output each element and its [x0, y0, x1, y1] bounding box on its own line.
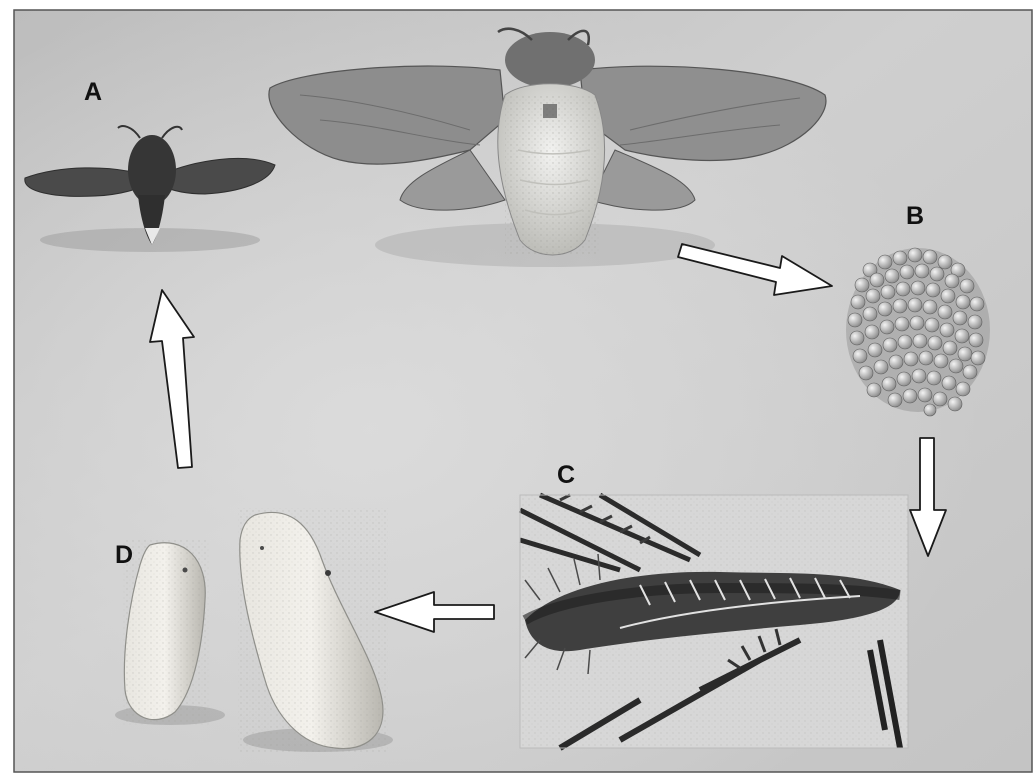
- cocoons: [115, 508, 393, 753]
- label-d: D: [115, 543, 133, 568]
- label-a: A: [84, 80, 102, 105]
- label-b: B: [906, 204, 924, 229]
- caterpillar-photo: [520, 495, 908, 748]
- egg-mass: [846, 248, 990, 416]
- label-c: C: [557, 463, 575, 488]
